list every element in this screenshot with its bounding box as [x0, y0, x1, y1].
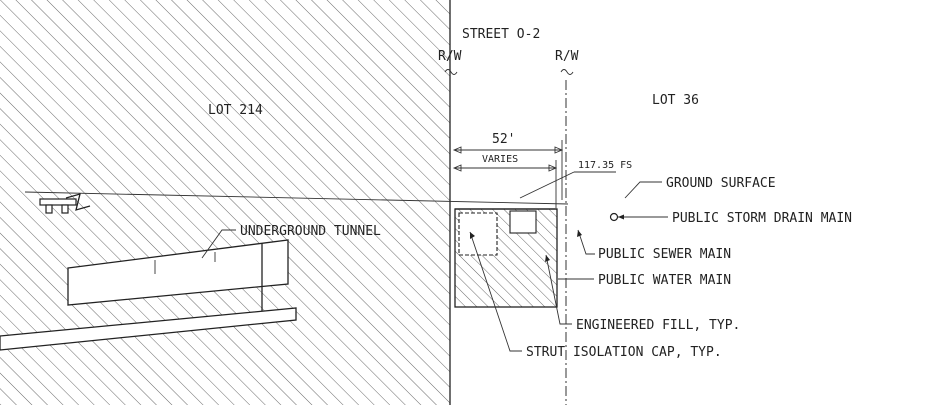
ground-surface-label: GROUND SURFACE — [666, 176, 776, 191]
tunnel-label: UNDERGROUND TUNNEL — [240, 224, 381, 239]
storm-drain-icon — [609, 212, 619, 222]
elevation-label: 117.35 FS — [578, 160, 632, 171]
engineered-fill-label: ENGINEERED FILL, TYP. — [576, 318, 740, 333]
storm-drain-label: PUBLIC STORM DRAIN MAIN — [672, 211, 852, 226]
street-label: STREET O-2 — [462, 27, 540, 42]
sewer-label: PUBLIC SEWER MAIN — [598, 247, 731, 262]
underground-tunnel — [0, 239, 297, 351]
rw-right-label: R/W — [555, 49, 579, 64]
strut-cap-label: STRUT ISOLATION CAP, TYP. — [526, 345, 722, 360]
isolation-cap-box — [458, 212, 498, 256]
lot-214-label: LOT 214 — [208, 103, 263, 118]
strut-symbol — [39, 193, 91, 214]
water-label: PUBLIC WATER MAIN — [598, 273, 731, 288]
rw-left-label: R/W — [438, 49, 462, 64]
ground-surface-line — [24, 191, 569, 205]
lot-36-label: LOT 36 — [652, 93, 699, 108]
dim-52-label: 52' — [492, 132, 515, 147]
utility-vault — [509, 210, 537, 234]
dim-varies-label: VARIES — [482, 154, 518, 165]
